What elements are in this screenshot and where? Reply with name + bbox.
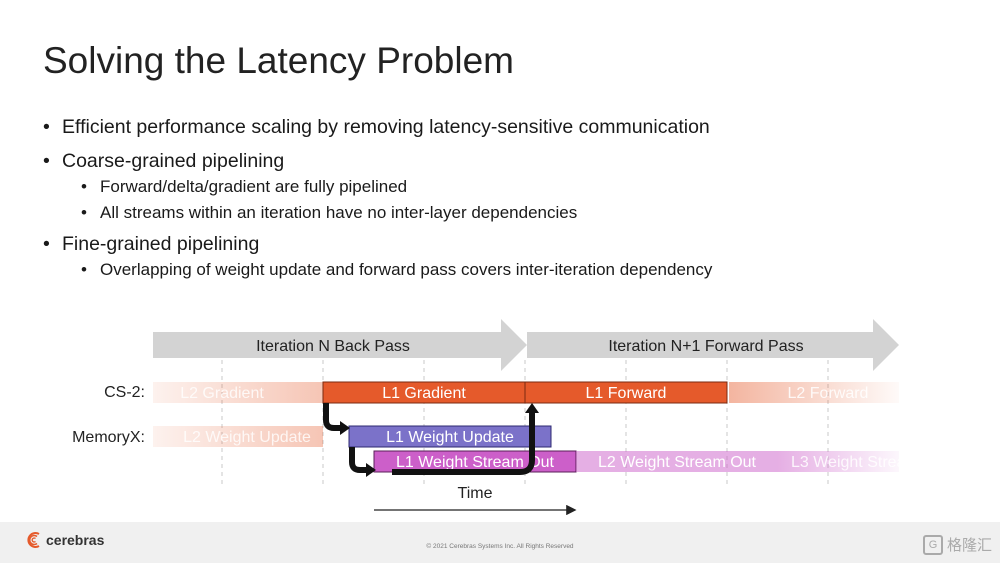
gradient-to-update-arrowhead xyxy=(340,421,350,435)
cs2-l1-forward-label: L1 Forward xyxy=(586,385,667,402)
bullet-text: Efficient performance scaling by removin… xyxy=(62,116,710,138)
bullet-marker: • xyxy=(81,177,87,196)
sub-bullet-item: • Overlapping of weight update and forwa… xyxy=(81,260,943,280)
stream-to-forward-arrowhead xyxy=(525,403,539,413)
cerebras-logo-icon xyxy=(27,532,40,548)
mx-l2-weight-update-bar xyxy=(153,426,323,447)
bullet-text: Forward/delta/gradient are fully pipelin… xyxy=(100,177,408,196)
bullet-marker: • xyxy=(43,150,50,172)
cs2-l1-gradient-label: L1 Gradient xyxy=(382,385,466,402)
bullet-text: Coarse-grained pipelining xyxy=(62,150,285,172)
update-to-stream-arrow xyxy=(349,447,366,473)
back-pass-label: Iteration N Back Pass xyxy=(256,338,410,355)
cs2-row-label: CS-2: xyxy=(104,384,145,401)
mx-l1-weight-update-bar xyxy=(348,425,552,448)
bullet-text: Fine-grained pipelining xyxy=(62,233,260,255)
memoryx-row-label: MemoryX: xyxy=(72,429,145,446)
cs2-l2-gradient-label: L2 Gradient xyxy=(180,385,264,402)
update-to-stream-arrowhead xyxy=(366,463,376,477)
sub-bullet-item: • All streams within an iteration have n… xyxy=(81,203,943,223)
bullet-item: • Fine-grained pipelining xyxy=(43,233,943,256)
sub-bullet-item: • Forward/delta/gradient are fully pipel… xyxy=(81,177,943,197)
bullet-text: All streams within an iteration have no … xyxy=(100,203,578,222)
cs2-l2-forward-label: L2 Forward xyxy=(788,385,869,402)
bullet-marker: • xyxy=(43,116,50,138)
bullet-item: • Coarse-grained pipelining xyxy=(43,150,943,173)
cs2-l2-forward-bar xyxy=(729,382,899,403)
dependency-arrows xyxy=(323,403,535,475)
bullet-list: • Efficient performance scaling by remov… xyxy=(43,116,943,280)
gradient-to-update-arrow xyxy=(323,403,340,431)
mx-l2-stream-out-bar xyxy=(576,451,778,472)
bullet-text: Overlapping of weight update and forward… xyxy=(100,260,713,279)
watermark-text: 格隆汇 xyxy=(946,537,992,554)
back-pass-arrow xyxy=(153,319,527,371)
bullet-marker: • xyxy=(81,203,87,222)
mx-l1-weight-update-label: L1 Weight Update xyxy=(386,429,514,446)
watermark-icon: G xyxy=(922,534,943,555)
forward-pass-arrow xyxy=(527,319,899,371)
stream-to-forward-arrow xyxy=(392,413,535,475)
mx-l1-stream-out-label: L1 Weight Stream Out xyxy=(396,454,555,471)
bullet-marker: • xyxy=(81,260,87,279)
cs2-l2-gradient-bar xyxy=(153,382,323,403)
forward-pass-label: Iteration N+1 Forward Pass xyxy=(608,338,803,355)
bullet-marker: • xyxy=(43,233,50,255)
mx-l3-stream-out-bar xyxy=(778,451,899,472)
copyright-text: © 2021 Cerebras Systems Inc. All Rights … xyxy=(426,543,574,550)
logo-text: cerebras xyxy=(46,532,105,548)
cs2-l1-forward-bar xyxy=(524,381,728,404)
time-axis-label: Time xyxy=(458,485,493,502)
mx-l2-stream-out-label: L2 Weight Stream Out xyxy=(598,454,757,471)
slide-title: Solving the Latency Problem xyxy=(43,40,514,81)
footer-bar: cerebras © 2021 Cerebras Systems Inc. Al… xyxy=(0,522,1000,563)
mx-l3-stream-out-label: L3 Weight Stream Out xyxy=(791,454,950,471)
watermark: G 格隆汇 xyxy=(922,534,992,555)
cerebras-logo: cerebras xyxy=(26,531,104,549)
bullet-item: • Efficient performance scaling by remov… xyxy=(43,116,943,139)
mx-l2-weight-update-label: L2 Weight Update xyxy=(183,429,311,446)
